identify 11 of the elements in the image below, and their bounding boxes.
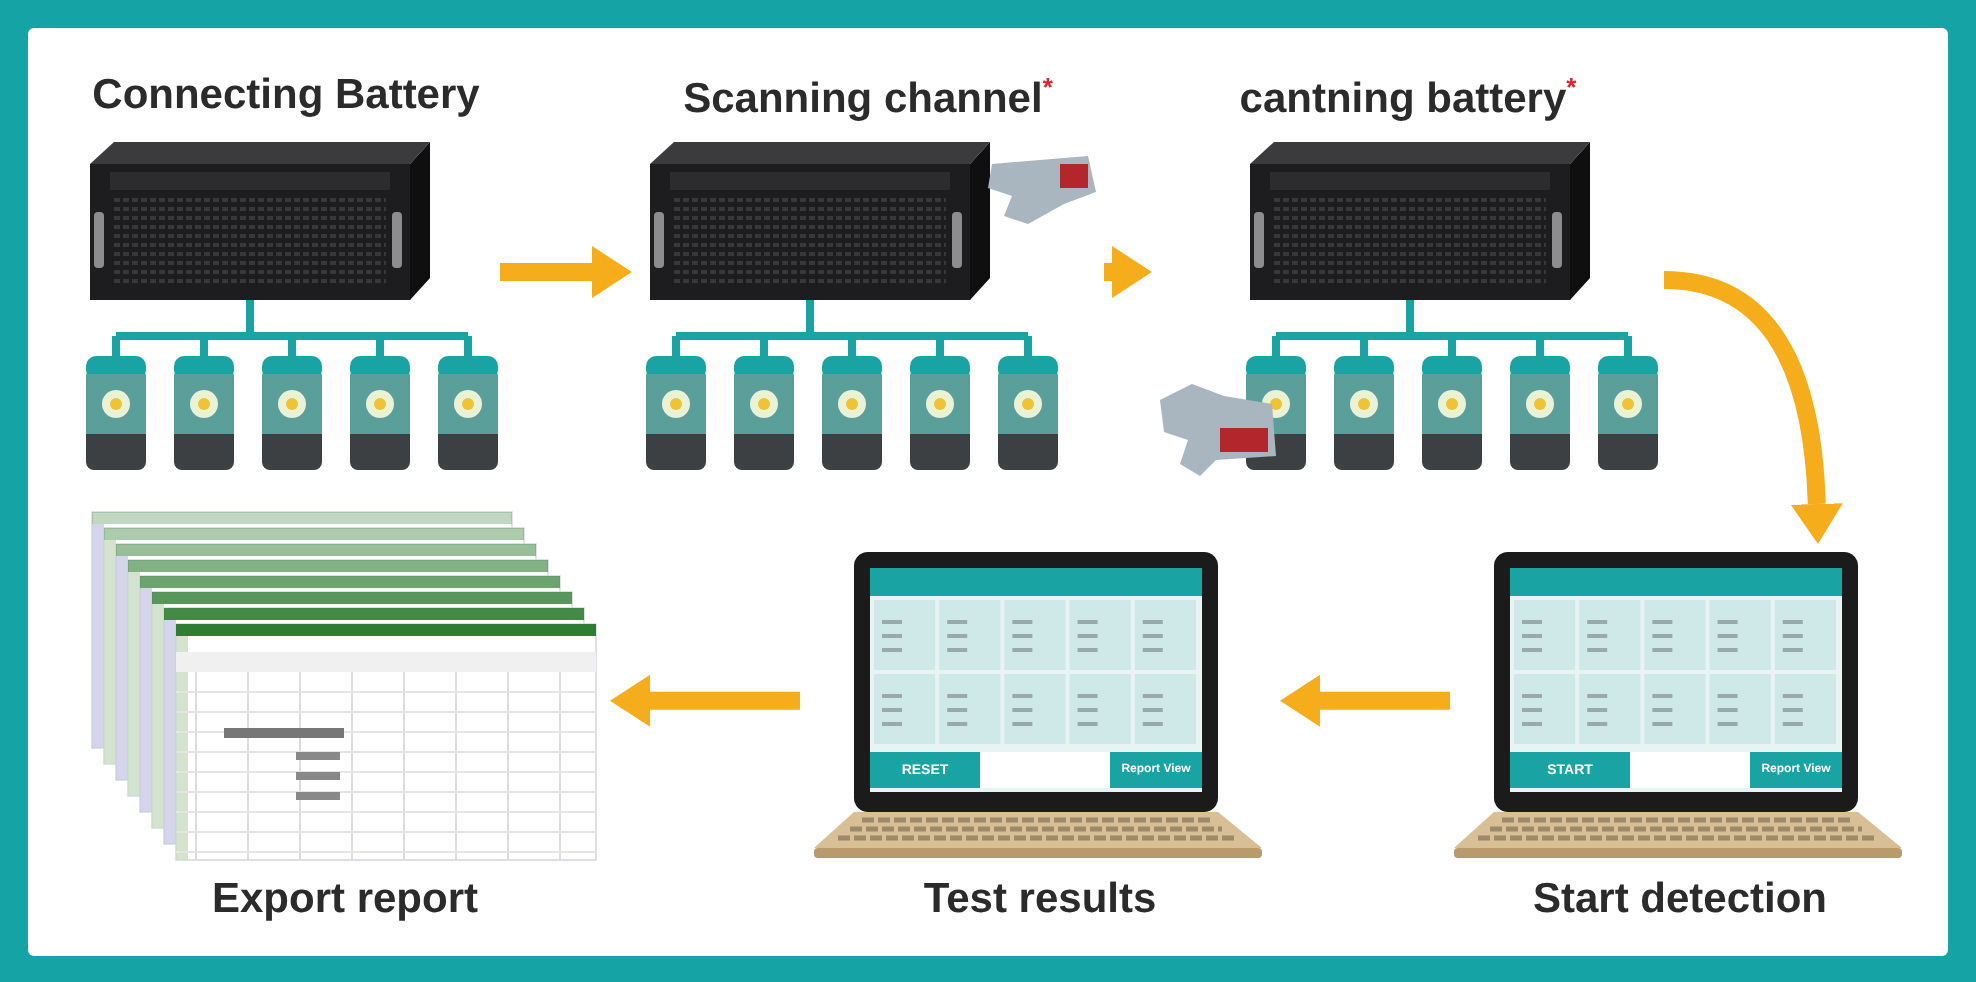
step-title: Scanning channel$^{*}$ (681, 72, 1055, 124)
step-title: Test results (921, 876, 1159, 924)
arrow (1280, 674, 1450, 727)
step-title: Start detection (1530, 876, 1830, 924)
arrow (610, 674, 800, 727)
arrow (500, 246, 632, 298)
arrow (1663, 271, 1843, 544)
step-title: Connecting Battery (90, 72, 482, 120)
step-title: Export report (209, 876, 480, 924)
step-title: cantning battery$^{*}$ (1237, 72, 1579, 124)
arrow (1104, 246, 1152, 298)
